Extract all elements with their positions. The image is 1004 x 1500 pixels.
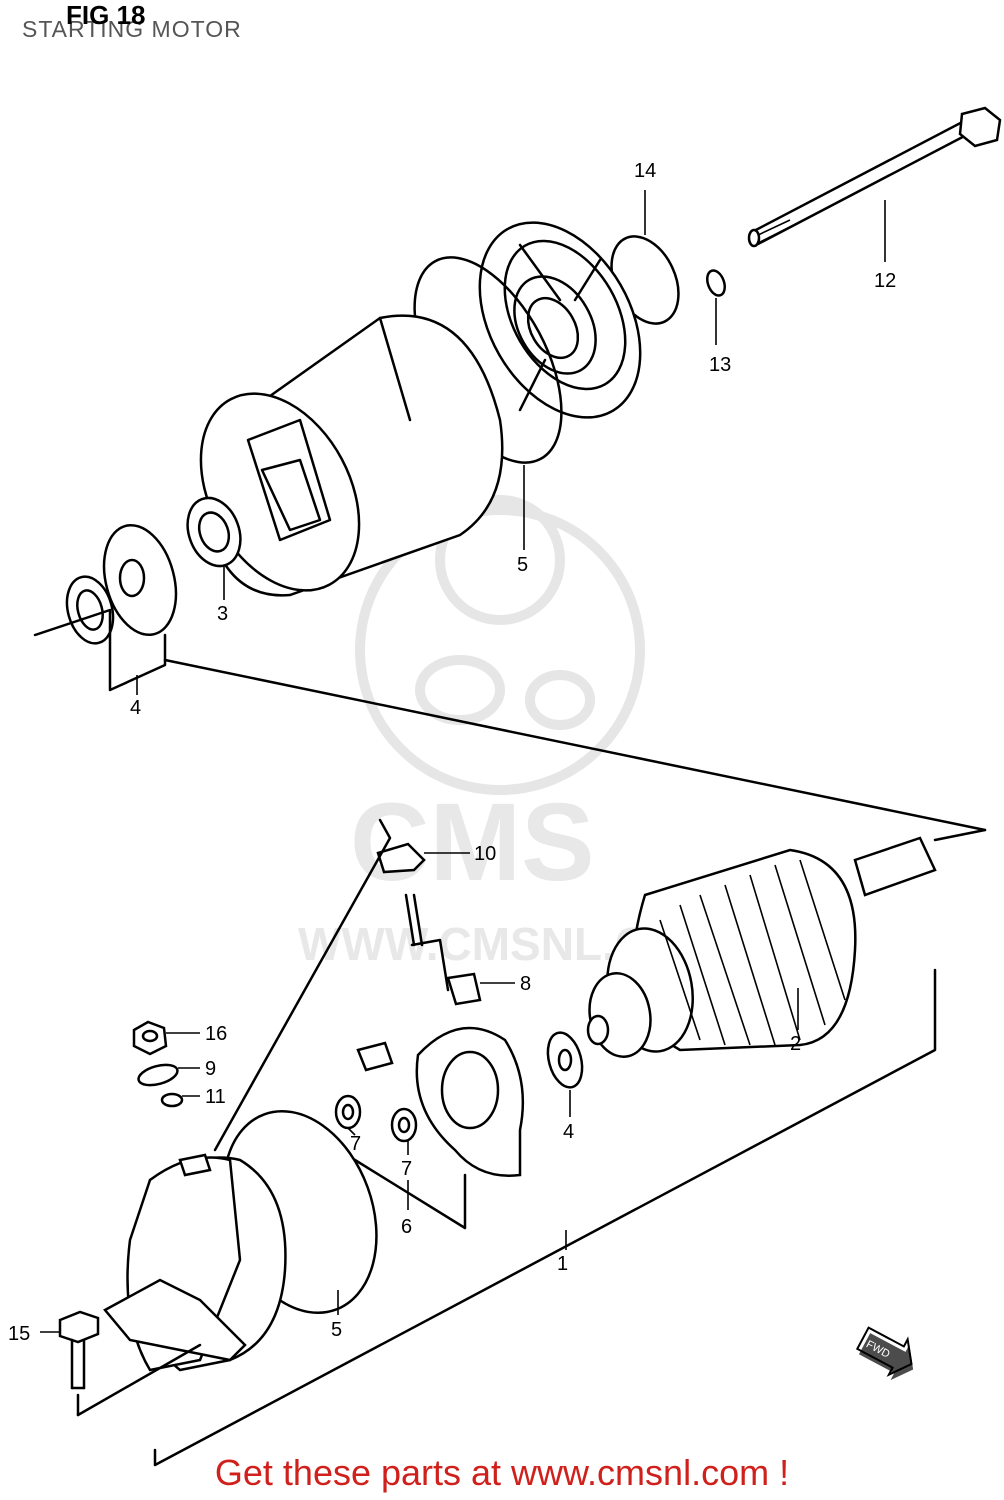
callout-labels: 1 2 3 4 4 5 5 6 7 7 8 9 10 11 12 13 14 1… <box>8 160 896 1345</box>
callout-15: 15 <box>8 1323 30 1345</box>
callout-4-upper: 4 <box>130 697 141 719</box>
callout-16: 16 <box>205 1023 227 1045</box>
front-end-cover <box>103 1153 287 1372</box>
terminal-hardware <box>132 1020 184 1108</box>
callout-14: 14 <box>634 160 656 182</box>
figure-subtitle: STARTING MOTOR <box>22 16 242 42</box>
callout-5-lower: 5 <box>331 1319 342 1341</box>
callout-8: 8 <box>520 973 531 995</box>
thrust-washer-lower <box>546 1031 584 1089</box>
through-bolt <box>747 106 1002 248</box>
callout-9: 9 <box>205 1058 216 1080</box>
callout-3: 3 <box>217 603 228 625</box>
assembly-lines <box>33 608 987 1467</box>
leader-lines <box>40 190 886 1333</box>
brush-springs <box>334 1094 418 1143</box>
motor-yoke-housing <box>199 314 504 597</box>
callout-5-upper: 5 <box>517 554 528 576</box>
callout-2: 2 <box>790 1033 801 1055</box>
callout-7-left: 7 <box>350 1133 361 1155</box>
mounting-bolt <box>58 1310 100 1390</box>
callout-10: 10 <box>474 843 496 865</box>
callout-4-lower: 4 <box>563 1121 574 1143</box>
fwd-arrow-icon: FWD <box>855 1326 914 1381</box>
callout-6: 6 <box>401 1216 412 1238</box>
callout-11: 11 <box>205 1086 226 1108</box>
bearing <box>186 496 242 568</box>
callout-1: 1 <box>557 1253 568 1275</box>
footer-link-text[interactable]: Get these parts at www.cmsnl.com ! <box>214 1452 790 1493</box>
armature <box>586 836 937 1058</box>
callout-7-right: 7 <box>401 1158 412 1180</box>
thrust-washers-upper <box>65 523 178 645</box>
callout-12: 12 <box>874 270 896 292</box>
watermark-brand: CMS <box>350 781 594 904</box>
rear-end-cover <box>478 221 642 419</box>
o-ring-small <box>706 269 726 297</box>
brush-holder-plate <box>356 1026 525 1177</box>
callout-13: 13 <box>709 354 731 376</box>
brush-terminal-set <box>376 842 482 1006</box>
figure-title: FIG 18 <box>66 0 146 30</box>
